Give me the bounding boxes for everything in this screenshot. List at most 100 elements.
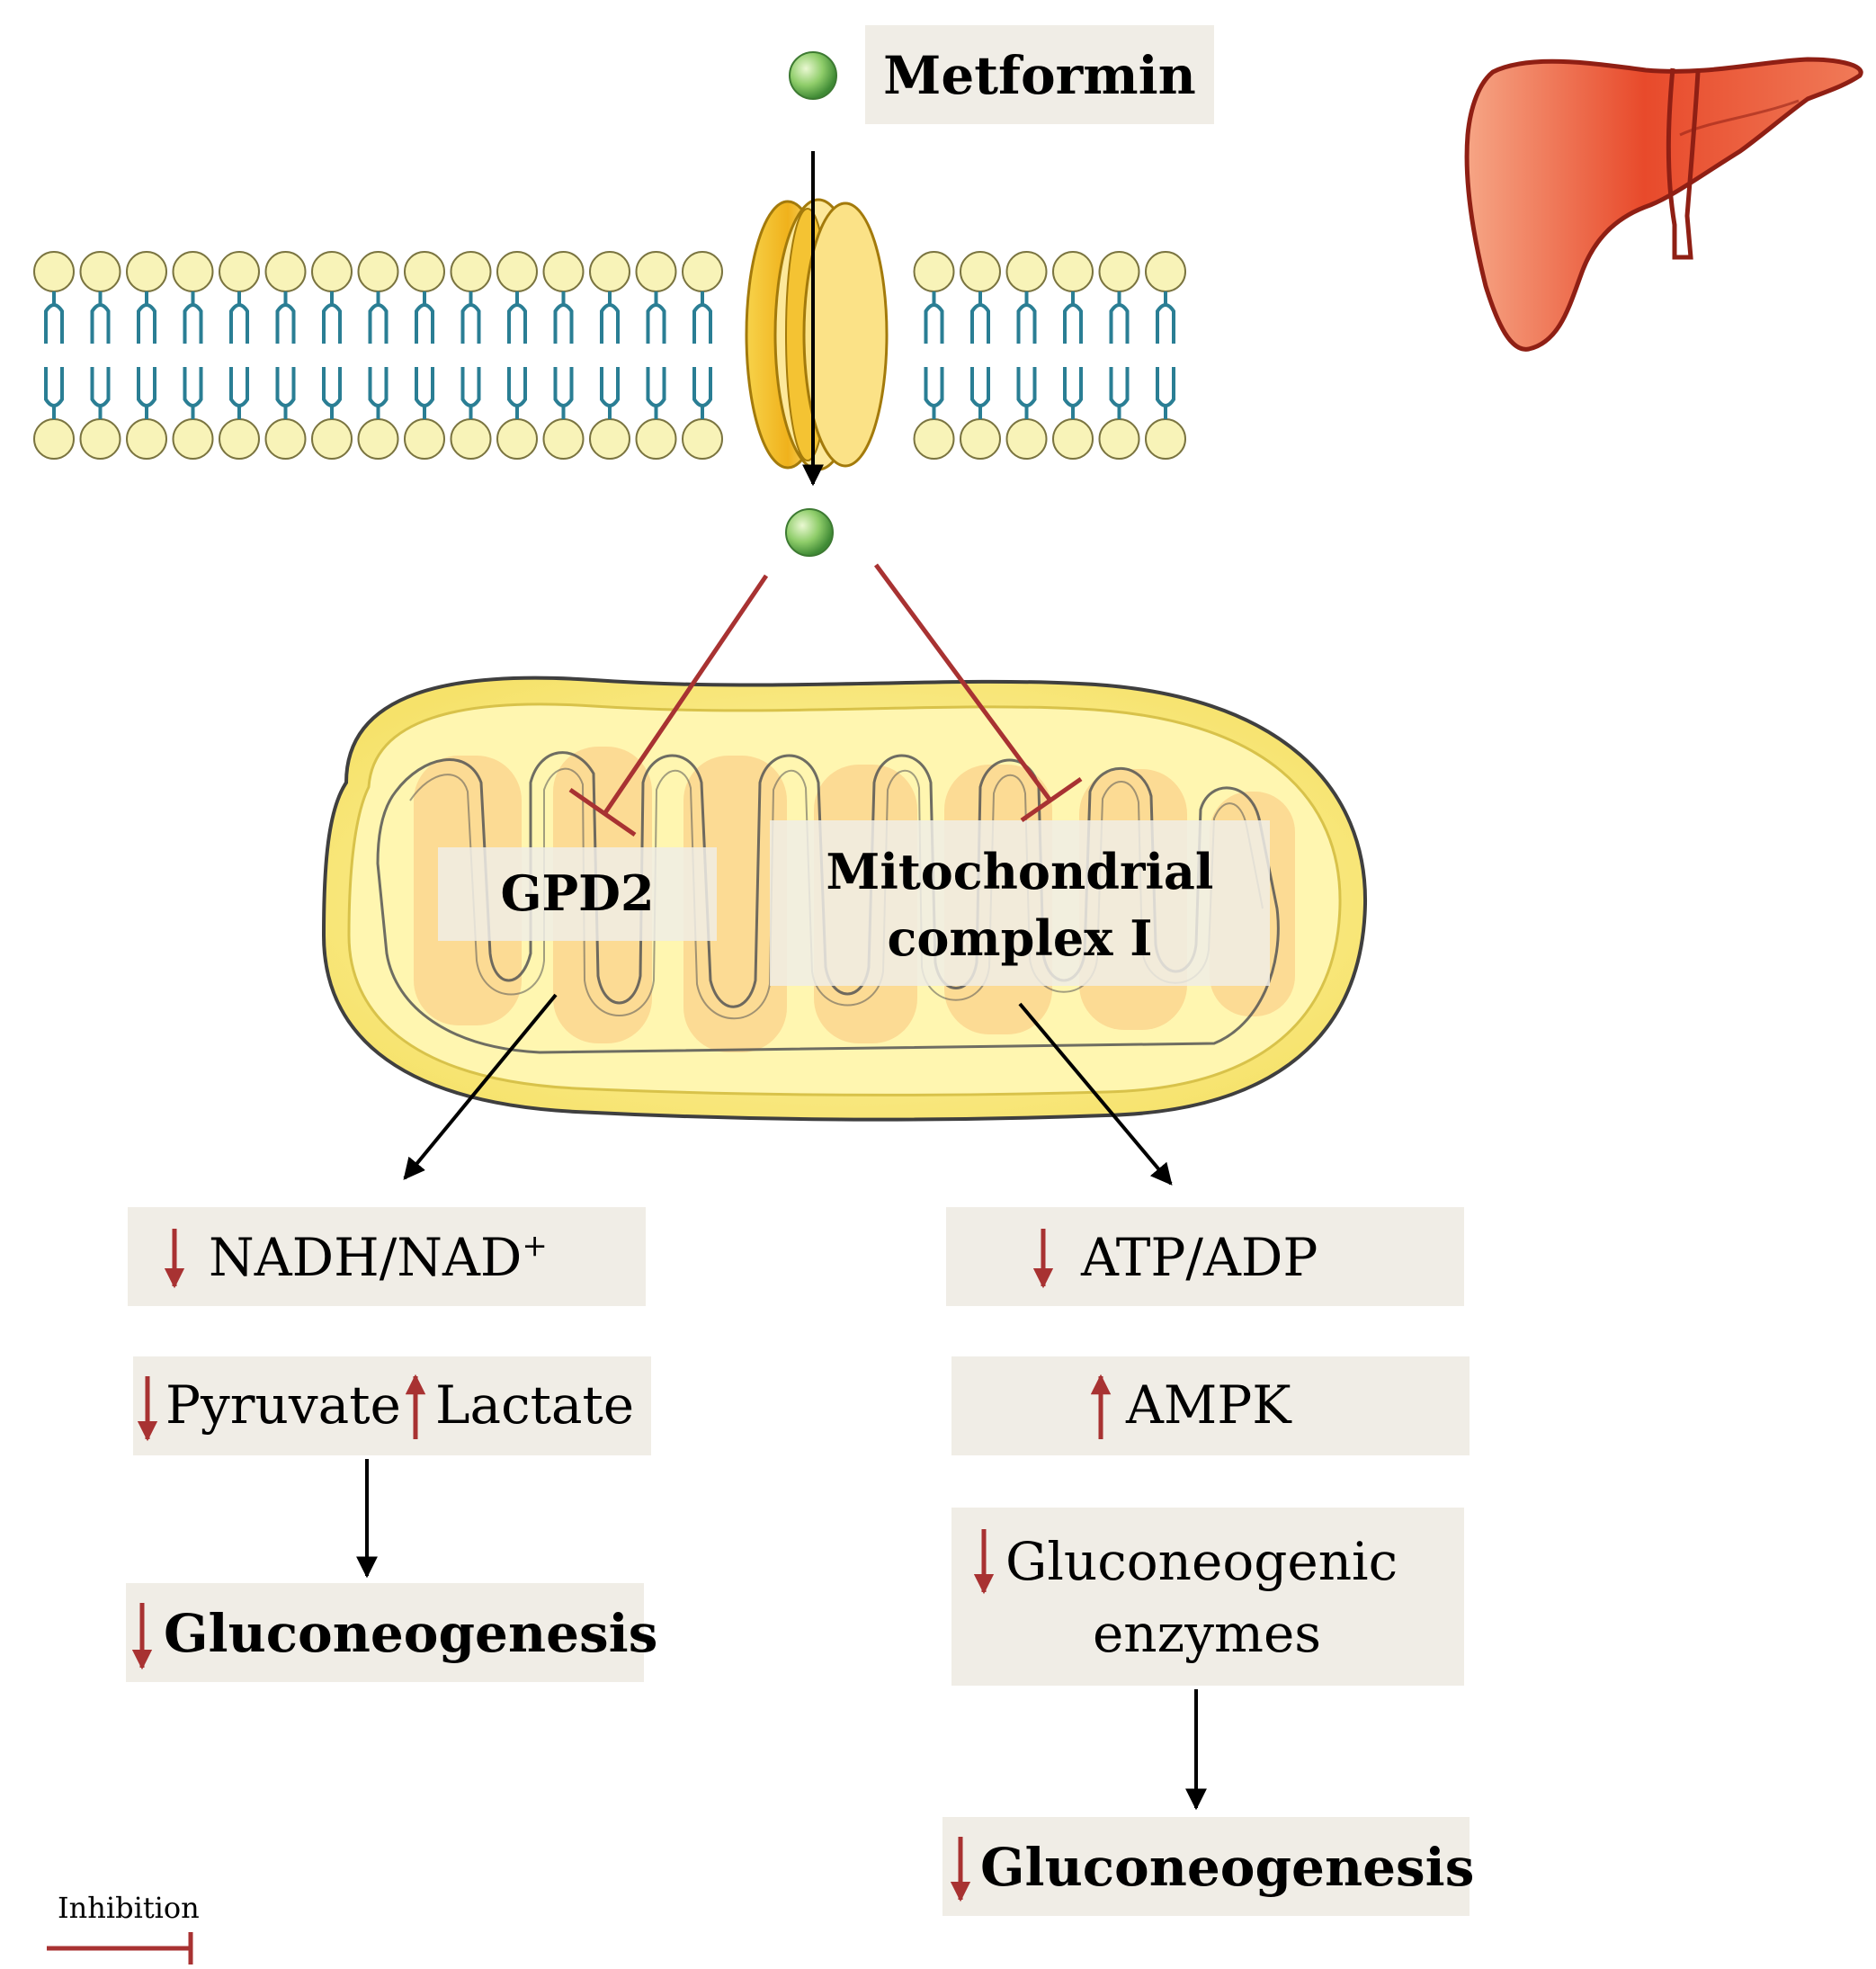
phospholipid-head: [913, 251, 955, 292]
phospholipid-tail: [692, 367, 712, 419]
metformin-molecule-inside-icon: [785, 508, 834, 557]
phospholipid-head: [542, 418, 585, 460]
cell-membrane: [33, 251, 1186, 460]
phospholipid-head: [960, 251, 1001, 292]
gpd2-label-box: [438, 847, 717, 941]
legend: Inhibition: [47, 1891, 200, 1965]
phospholipid-head: [79, 251, 121, 292]
phospholipid-tail: [90, 367, 111, 419]
phospholipid-head: [682, 251, 723, 292]
phospholipid-tail: [1109, 367, 1130, 419]
phospholipid-tail: [553, 367, 574, 419]
phospholipid-head: [311, 418, 353, 460]
phospholipid-tail: [229, 291, 249, 344]
phospholipid-tail: [924, 367, 944, 419]
enzymes-label-line2: enzymes: [1093, 1603, 1321, 1664]
complex-i-label-line1: Mitochondrial: [826, 843, 1214, 900]
atp-label-box: [946, 1207, 1464, 1306]
right-gluconeogenesis-label: Gluconeogenesis: [980, 1837, 1474, 1898]
phospholipid-head: [589, 418, 630, 460]
phospholipid-tail: [368, 367, 389, 419]
phospholipid-head: [264, 418, 307, 460]
phospholipid-tail: [183, 367, 203, 419]
phospholipid-tail: [322, 367, 342, 419]
phospholipid-tail: [1063, 367, 1083, 419]
phospholipid-tail: [460, 291, 481, 344]
phospholipid-head: [496, 418, 538, 460]
phospholipid-head: [589, 251, 630, 292]
complex-i-label-box: [770, 820, 1270, 986]
nadh-label-box: [128, 1207, 646, 1306]
phospholipid-head: [450, 251, 492, 292]
metformin-label: Metformin: [883, 45, 1196, 106]
nadh-superscript: +: [522, 1228, 548, 1264]
phospholipid-head: [172, 418, 214, 460]
phospholipid-head: [496, 251, 538, 292]
phospholipid-head: [960, 418, 1001, 460]
phospholipid-head: [1145, 251, 1186, 292]
pyruvate-label: Pyruvate: [165, 1374, 401, 1436]
enzymes-label-line1: Gluconeogenic: [1005, 1531, 1398, 1592]
phospholipid-head: [404, 251, 445, 292]
phospholipid-head: [635, 418, 677, 460]
phospholipid-tail: [137, 367, 156, 419]
phospholipid-head: [357, 251, 399, 292]
phospholipid-head: [682, 418, 723, 460]
phospholipid-tail: [275, 367, 296, 419]
phospholipid-tail: [322, 291, 342, 344]
phospholipid-head: [126, 418, 167, 460]
legend-inhibition-label: Inhibition: [58, 1891, 200, 1925]
phospholipid-tail: [1109, 291, 1130, 344]
phospholipid-tail: [275, 291, 296, 344]
right-gluconeogenesis-label-box: [942, 1817, 1470, 1916]
phospholipid-head: [913, 418, 955, 460]
phospholipid-head: [357, 418, 399, 460]
phospholipid-head: [1005, 251, 1048, 292]
phospholipid-tail: [924, 291, 944, 344]
phospholipid-tail: [646, 291, 666, 344]
phospholipid-head: [264, 251, 307, 292]
phospholipid-tail: [1063, 291, 1083, 344]
phospholipid-tail: [1156, 367, 1175, 419]
phospholipid-head: [33, 251, 75, 292]
phospholipid-head: [219, 251, 260, 292]
phospholipid-head: [1005, 418, 1048, 460]
phospholipid-head: [126, 251, 167, 292]
phospholipid-tail: [600, 291, 620, 344]
phospholipid-head: [1098, 251, 1140, 292]
ampk-label: AMPK: [1125, 1374, 1292, 1436]
metformin-molecule-icon: [789, 51, 837, 100]
pyruvate-lactate-label-box: [133, 1356, 651, 1455]
phospholipid-tail: [1016, 367, 1037, 419]
phospholipid-head: [311, 251, 353, 292]
phospholipid-tail: [415, 291, 434, 344]
phospholipid-tail: [90, 291, 111, 344]
phospholipid-head: [542, 251, 585, 292]
nadh-label: NADH/NAD+: [209, 1227, 548, 1288]
phospholipid-tail: [1016, 291, 1037, 344]
phospholipid-head: [635, 251, 677, 292]
ampk-label-box: [951, 1356, 1470, 1455]
phospholipid-tail: [44, 367, 64, 419]
arrow-complex-i-to-atp: [1018, 1002, 1173, 1186]
liver-icon: [1464, 57, 1863, 352]
metformin-label-box: [865, 25, 1214, 124]
phospholipid-tail: [1156, 291, 1175, 344]
phospholipid-head: [79, 418, 121, 460]
phospholipid-tail: [692, 291, 712, 344]
phospholipid-head: [219, 418, 260, 460]
lactate-label: Lactate: [435, 1374, 634, 1436]
complex-i-label-line2: complex I: [888, 909, 1153, 967]
phospholipid-tail: [183, 291, 203, 344]
membrane-channel: [745, 198, 889, 471]
phospholipid-tail: [44, 291, 64, 344]
phospholipid-head: [1145, 418, 1186, 460]
phospholipid-head: [1052, 418, 1094, 460]
phospholipid-tail: [970, 367, 990, 419]
inhibition-gpd2: [568, 574, 769, 837]
phospholipid-tail: [553, 291, 574, 344]
phospholipid-tail: [507, 291, 527, 344]
enzymes-label-box: [951, 1508, 1464, 1686]
phospholipid-head: [404, 418, 445, 460]
